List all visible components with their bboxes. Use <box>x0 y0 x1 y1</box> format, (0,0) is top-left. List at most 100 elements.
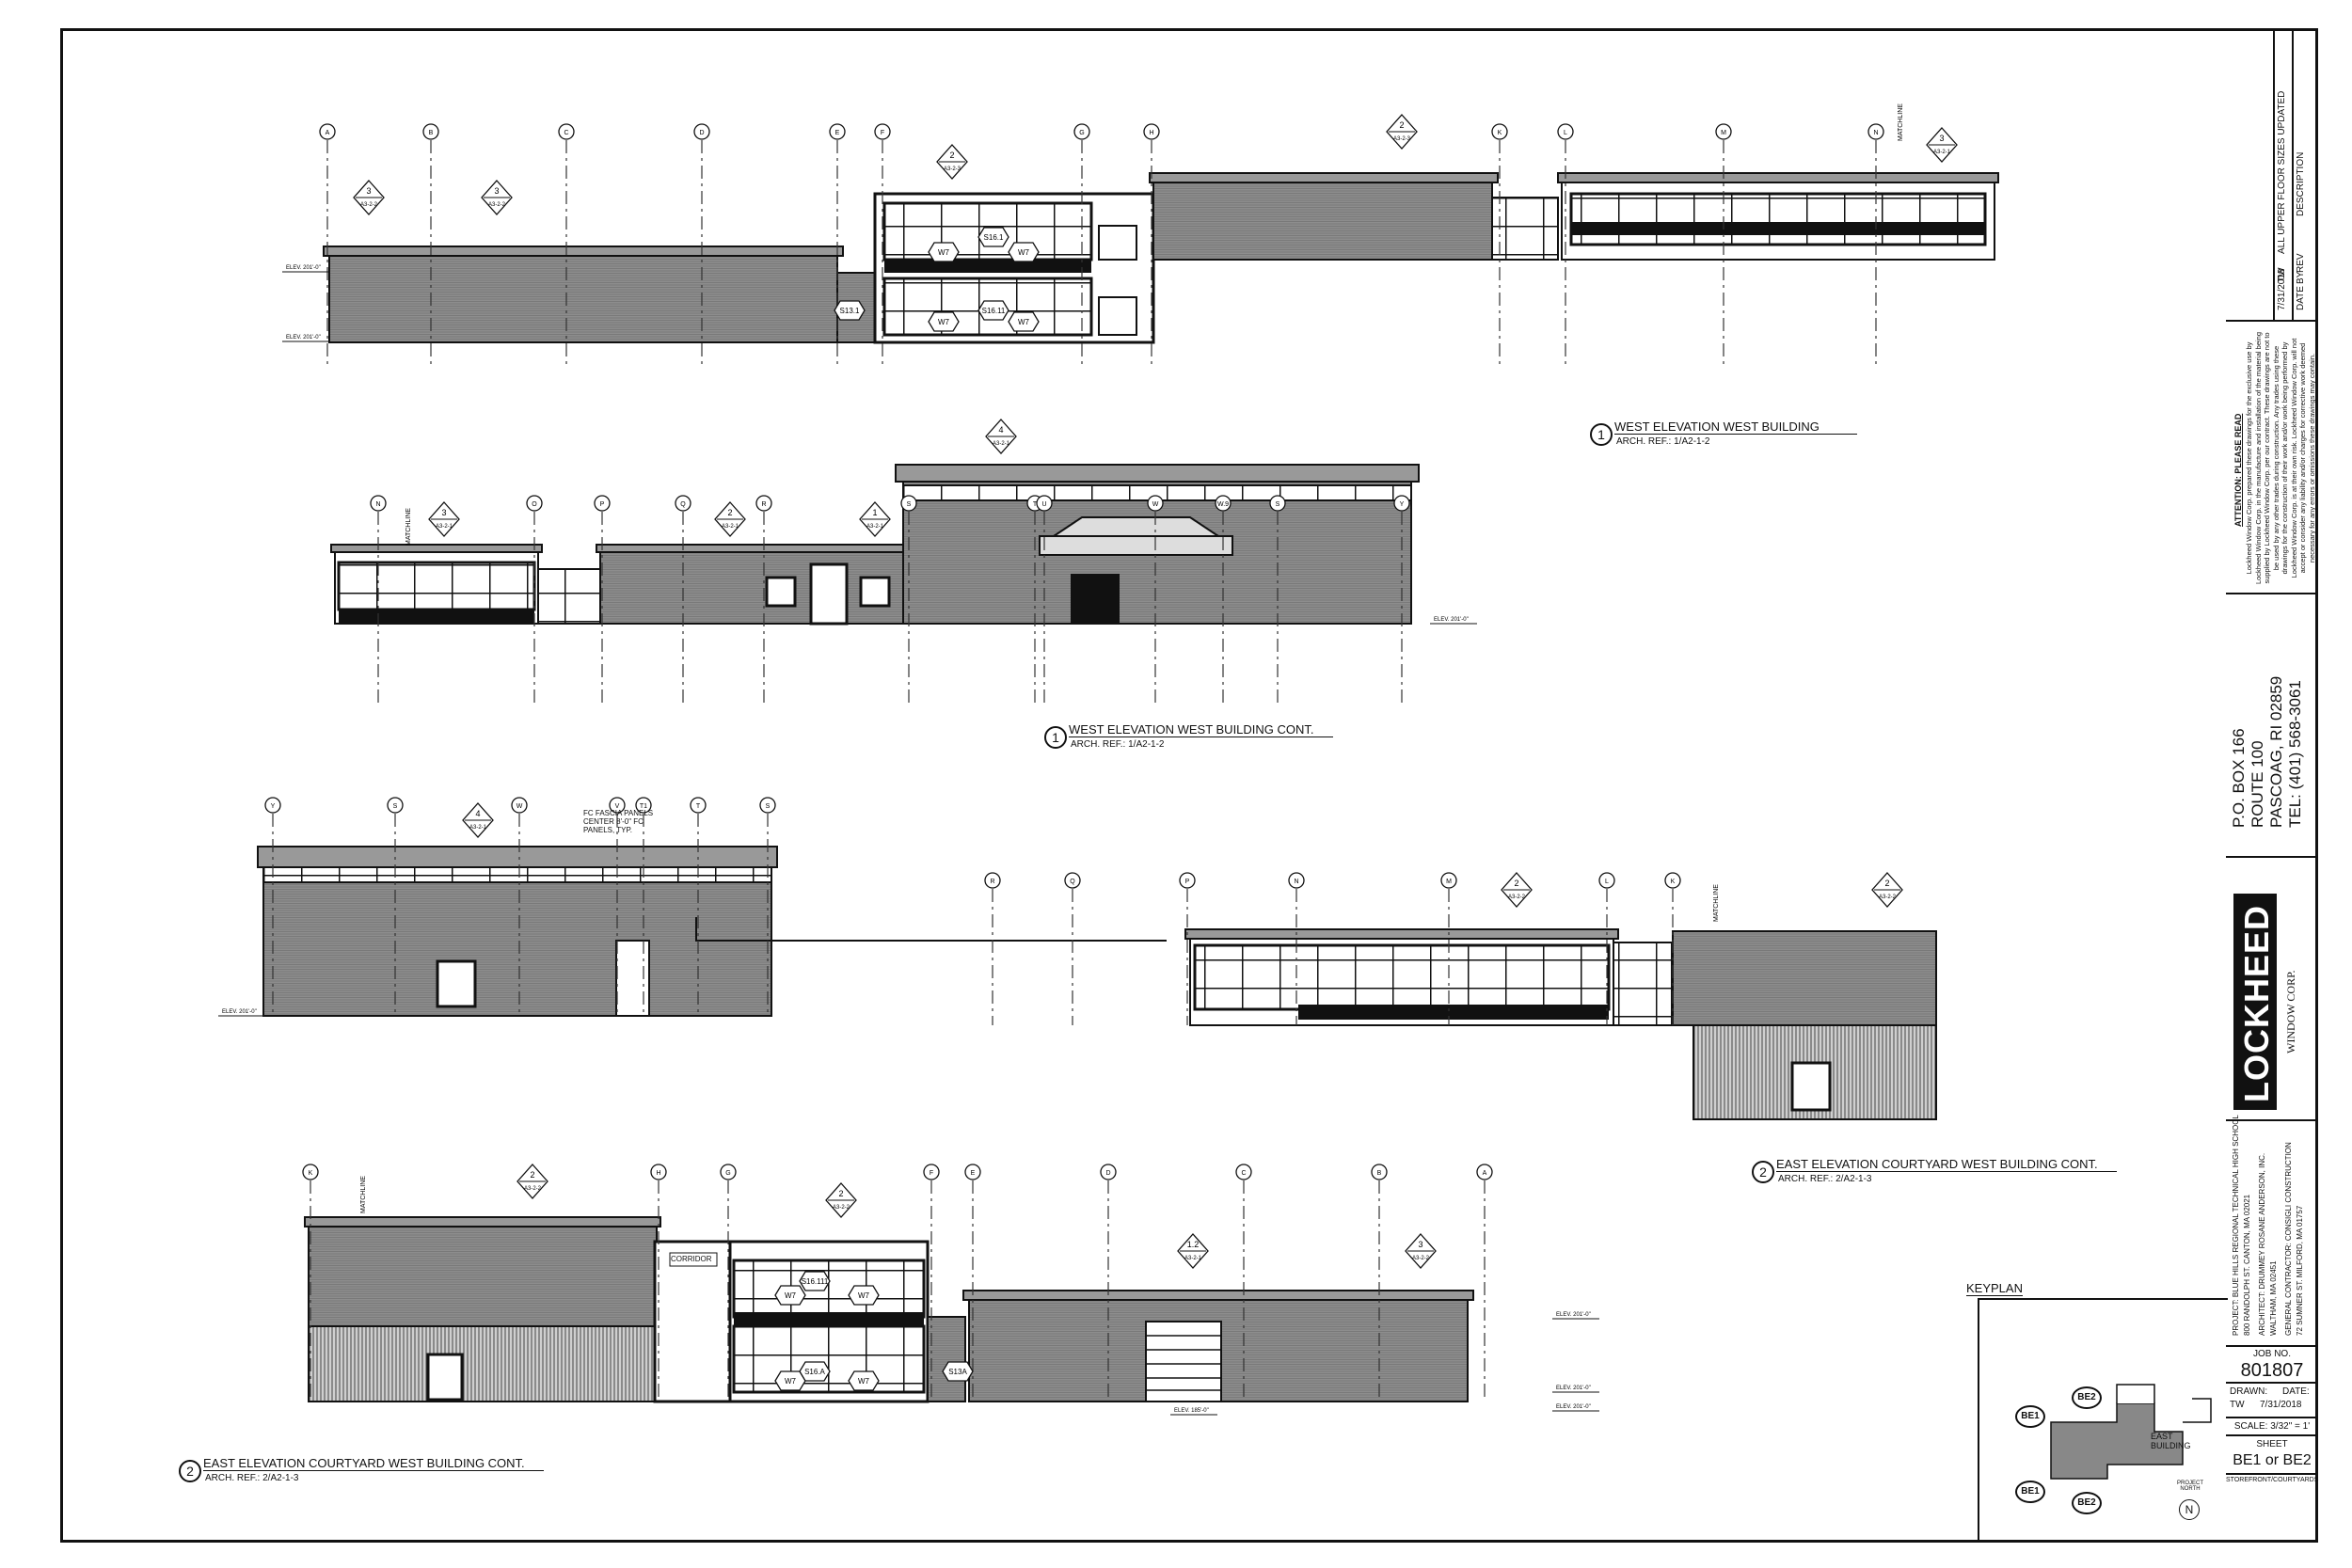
ribbon-window <box>337 561 536 611</box>
detail-number: 1 <box>1044 726 1067 749</box>
parapet-2 <box>1149 172 1499 183</box>
project-address: 800 RANDOLPH ST. CANTON, MA 02021 <box>2243 1194 2251 1336</box>
curtain-wall-lower <box>882 277 1093 337</box>
project-block: PROJECT: BLUE HILLS REGIONAL TECHNICAL H… <box>2226 1115 2318 1347</box>
ribbon-sill <box>339 610 534 623</box>
canopy <box>1039 516 1233 556</box>
clerestory <box>262 866 772 883</box>
keyplan-be1-b: BE1 <box>2015 1481 2045 1503</box>
company-logo: LOCKHEED <box>2237 904 2276 1102</box>
corridor-label-box <box>669 1252 718 1267</box>
wall-block <box>262 874 772 1017</box>
vestibule <box>1613 942 1673 1026</box>
note-fc-fascia: FC FASCIA PANELS CENTER 8'-0" FC PANELS,… <box>583 809 654 834</box>
rev-header-by: BY <box>2296 271 2306 284</box>
band <box>884 260 1091 273</box>
address-line: P.O. BOX 166 <box>2230 728 2248 828</box>
attention-block: ATTENTION: PLEASE READ Lockheed Window C… <box>2226 320 2318 594</box>
main-entry <box>1071 574 1120 624</box>
parapet-2 <box>962 1290 1474 1301</box>
drawing-border <box>60 28 2318 1543</box>
parapet <box>304 1216 661 1227</box>
rev-description: ALL UPPER FLOOR SIZES UPDATED <box>2277 90 2287 254</box>
job-number: 801807 <box>2226 1360 2318 1384</box>
arch-ref: ARCH. REF.: 2/A2-1-3 <box>1778 1174 1872 1184</box>
clerestory <box>902 484 1412 501</box>
attention-title: ATTENTION: PLEASE READ <box>2233 413 2243 527</box>
job-block: JOB NO. 801807 DRAWN: DATE: TW 7/31/2018… <box>2226 1345 2318 1543</box>
entry-vestibule <box>1491 197 1559 261</box>
door <box>426 1353 464 1402</box>
detail-number: 2 <box>1752 1161 1774 1183</box>
general-contractor: GENERAL CONTRACTOR: CONSIGLI CONSTRUCTIO… <box>2284 1142 2293 1336</box>
address-line: ROUTE 100 <box>2249 740 2266 828</box>
parapet-3 <box>1557 172 1999 183</box>
elevation-title: WEST ELEVATION WEST BUILDING CONT. <box>1069 722 1333 737</box>
sheet-label: SHEET <box>2256 1439 2288 1449</box>
title-block: ALL UPPER FLOOR SIZES UPDATED 7/31/2018 … <box>2226 28 2318 1543</box>
project-name: PROJECT: BLUE HILLS REGIONAL TECHNICAL H… <box>2232 1115 2240 1336</box>
date-label: DATE: <box>2282 1386 2310 1397</box>
arch-ref: ARCH. REF.: 1/A2-1-2 <box>1616 436 1710 447</box>
elevation-title: EAST ELEVATION COURTYARD WEST BUILDING C… <box>1776 1157 2117 1172</box>
keyplan-be2-a: BE2 <box>2072 1386 2102 1409</box>
entry-door <box>809 562 849 626</box>
revision-block: ALL UPPER FLOOR SIZES UPDATED 7/31/2018 … <box>2226 28 2318 322</box>
ribbon-window <box>1193 943 1611 1011</box>
sheet-number: BE1 or BE2 <box>2226 1452 2318 1475</box>
wall-block-2 <box>1152 178 1493 261</box>
parapet <box>323 245 844 257</box>
elevation-row3-right <box>1184 928 1937 1120</box>
elevation-west-building <box>323 172 1999 344</box>
arch-ref: ARCH. REF.: 1/A2-1-2 <box>1071 739 1165 750</box>
spandrel <box>734 1312 924 1326</box>
address-block: P.O. BOX 166 ROUTE 100 PASCOAG, RI 02859… <box>2226 593 2318 858</box>
note-corridor: CORRIDOR <box>671 1255 712 1263</box>
parapet-3 <box>895 464 1420 483</box>
address-line: PASCOAG, RI 02859 <box>2267 675 2285 828</box>
keyplan-east-building-label: EAST BUILDING <box>2151 1432 2191 1450</box>
connector <box>927 1316 966 1402</box>
curtain-upper <box>732 1259 926 1319</box>
parapet <box>330 544 543 553</box>
keyplan-diagram <box>2050 1384 2212 1480</box>
detail-number: 2 <box>179 1460 201 1482</box>
curtain-wall-upper <box>882 201 1093 261</box>
window-1 <box>765 576 797 608</box>
wall-block <box>1672 930 1937 1026</box>
vestibule <box>537 568 601 625</box>
detail-number: 1 <box>1590 423 1613 446</box>
drawn-by: TW <box>2230 1400 2245 1410</box>
rev-by: TW <box>2277 267 2287 282</box>
job-label: JOB NO. <box>2252 1349 2291 1359</box>
ribbon-sill <box>1298 1005 1609 1020</box>
keyplan-title: KEYPLAN <box>1966 1281 2023 1296</box>
elevation-title: WEST ELEVATION WEST BUILDING <box>1614 420 1857 435</box>
window-2 <box>859 576 891 608</box>
sheet-name: STOREFRONT/COURTYARDS <box>2226 1477 2319 1483</box>
lower-step <box>615 940 650 1017</box>
keyplan-be1-a: BE1 <box>2015 1405 2045 1428</box>
address-line: TEL: (401) 568-3061 <box>2286 680 2304 828</box>
keyplan-be2-b: BE2 <box>2072 1492 2102 1514</box>
door <box>436 959 477 1008</box>
drawn-date: 7/31/2018 <box>2260 1400 2302 1410</box>
elevation-west-building-cont <box>330 464 1420 626</box>
lower-door <box>1790 1061 1832 1112</box>
overhead-door <box>1145 1321 1222 1402</box>
elevation-row3-left <box>257 846 1167 1017</box>
gc-address: 72 SUMNER ST. MILFORD, MA 01757 <box>2296 1205 2304 1336</box>
arch-ref: ARCH. REF.: 2/A2-1-3 <box>205 1473 299 1483</box>
rev-header-rev: REV <box>2296 253 2306 273</box>
parapet <box>257 846 778 868</box>
ribbon-sill <box>1571 222 1985 235</box>
parapet-2 <box>596 544 908 553</box>
step-outline <box>695 917 1167 942</box>
logo-block: LOCKHEED WINDOW CORP. <box>2226 856 2318 1121</box>
keyplan-frame <box>1978 1298 2228 1541</box>
scale: SCALE: 3/32" = 1' <box>2226 1417 2318 1436</box>
drawn-label: DRAWN: <box>2230 1386 2268 1397</box>
door-lower <box>1098 296 1137 336</box>
wall-block <box>599 549 904 625</box>
